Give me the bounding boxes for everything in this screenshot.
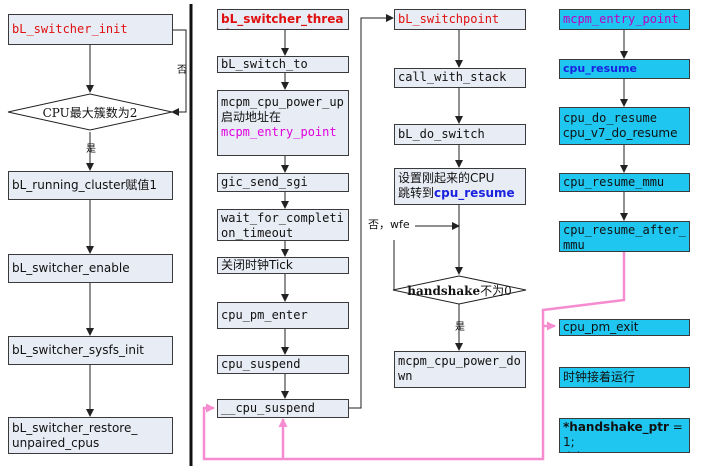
- power-up-box: mcpm_cpu_power_up 启动地址在 mcpm_entry_point: [217, 90, 349, 156]
- resume-return-link: [202, 252, 626, 461]
- power-up-line3: mcpm_entry_point: [221, 125, 337, 139]
- entry-point-box: mcpm_entry_point: [559, 9, 690, 30]
- handshake-ptr-bold: *handshake_ptr: [563, 420, 669, 434]
- yes-label: 是: [86, 144, 96, 155]
- call-stack-box: call_with_stack: [394, 68, 526, 88]
- gic-send-sgi-label: gic_send_sgi: [221, 175, 308, 189]
- switcher-thread-box: bL_switcher_thread: [217, 9, 349, 30]
- call-stack-label: call_with_stack: [398, 70, 507, 84]
- switchpoint-label: bL_switchpoint: [398, 12, 500, 26]
- clock-run-label: 时钟接着运行: [563, 370, 636, 384]
- entry-point-label: mcpm_entry_point: [563, 12, 679, 26]
- tick-off-label: 关闭时钟Tick: [221, 258, 293, 272]
- do-resume-line2: cpu_v7_do_resume: [563, 126, 678, 140]
- restore-unpaired-box: bL_switcher_restore_ unpaired_cpus: [8, 417, 173, 454]
- pm-exit-box: cpu_pm_exit: [559, 319, 690, 336]
- dsb-sev-line: dsb_sev: [563, 450, 686, 452]
- handshake-ptr-box: *handshake_ptr = 1; dsb_sev: [559, 418, 690, 453]
- handshake-bold: handshake: [407, 284, 481, 298]
- pm-exit-label: cpu_pm_exit: [563, 320, 639, 334]
- col1-connectors: [86, 29, 187, 417]
- switcher-enable-box: bL_switcher_enable: [8, 254, 173, 283]
- switcher-init-box: bL_switcher_init: [8, 14, 173, 45]
- cpu-resume-box: cpu_resume: [559, 59, 690, 79]
- cpu-resume-label: cpu_resume: [563, 62, 637, 75]
- cpu-suspend-box: cpu_suspend: [217, 355, 349, 374]
- do-switch-box: bL_do_switch: [394, 124, 526, 145]
- switch-to-box: bL_switch_to: [217, 56, 349, 73]
- cpu-suspend2-label: __cpu_suspend: [221, 401, 315, 415]
- sysfs-init-label: bL_switcher_sysfs_init: [12, 343, 144, 357]
- no-wfe-label: 否，wfe: [368, 218, 410, 231]
- resume-mmu-box: cpu_resume_mmu: [559, 173, 690, 192]
- after-mmu-label: cpu_resume_after_mmu: [563, 223, 686, 252]
- switch-to-label: bL_switch_to: [221, 57, 308, 71]
- do-resume-box: cpu_do_resume cpu_v7_do_resume: [559, 107, 690, 145]
- gic-send-sgi-box: gic_send_sgi: [217, 173, 349, 192]
- power-up-line1: mcpm_cpu_power_up: [221, 95, 344, 109]
- decision-label: CPU最大簇数为2: [42, 106, 138, 120]
- restore-line1: bL_switcher_restore_: [12, 421, 138, 435]
- switchpoint-box: bL_switchpoint: [394, 9, 526, 30]
- do-switch-label: bL_do_switch: [398, 127, 485, 141]
- handshake-decision: [392, 275, 527, 305]
- set-cpu-box: 设置刚起来的CPU 跳转到cpu_resume: [394, 168, 526, 205]
- cpu-resume-link-text: cpu_resume: [434, 186, 515, 200]
- col2-connectors: [281, 14, 394, 409]
- do-resume-line1: cpu_do_resume: [563, 111, 657, 125]
- pm-enter-label: cpu_pm_enter: [221, 308, 308, 322]
- after-mmu-box: cpu_resume_after_mmu: [559, 221, 690, 252]
- resume-mmu-label: cpu_resume_mmu: [563, 175, 665, 189]
- power-down-box: mcpm_cpu_power_down: [394, 351, 526, 388]
- running-cluster-label: bL_running_cluster赋值1: [12, 178, 158, 192]
- wait-completion-label: wait_for_completion_timeout: [221, 211, 344, 240]
- handshake-rest: 不为0: [480, 284, 512, 298]
- set-cpu-line2: 跳转到cpu_resume: [398, 186, 522, 201]
- set-cpu-line1: 设置刚起来的CPU: [398, 171, 495, 185]
- tick-off-box: 关闭时钟Tick: [217, 257, 349, 274]
- handshake-yes-label: 是: [455, 322, 465, 333]
- running-cluster-box: bL_running_cluster赋值1: [8, 171, 173, 200]
- switcher-enable-label: bL_switcher_enable: [12, 261, 130, 275]
- sysfs-init-box: bL_switcher_sysfs_init: [8, 336, 173, 365]
- cpu-max-cluster-decision: [7, 93, 173, 131]
- no-label: 否: [177, 65, 187, 76]
- clock-run-box: 时钟接着运行: [559, 367, 690, 388]
- switcher-init-label: bL_switcher_init: [12, 22, 128, 36]
- power-down-label: mcpm_cpu_power_down: [398, 354, 521, 383]
- wait-completion-box: wait_for_completion_timeout: [217, 209, 349, 241]
- pm-enter-box: cpu_pm_enter: [217, 302, 349, 329]
- power-up-line2: 启动地址在: [221, 110, 282, 124]
- restore-line2: unpaired_cpus: [12, 436, 100, 450]
- cpu-suspend2-box: __cpu_suspend: [217, 399, 349, 418]
- cpu-suspend-label: cpu_suspend: [221, 357, 301, 371]
- switcher-thread-label: bL_switcher_thread: [221, 12, 344, 29]
- handshake-label: handshake不为0: [393, 282, 526, 299]
- handshake-ptr-rest: = 1;: [563, 420, 683, 449]
- handshake-ptr-line: *handshake_ptr = 1;: [563, 420, 686, 450]
- set-cpu-prefix: 跳转到: [398, 186, 435, 200]
